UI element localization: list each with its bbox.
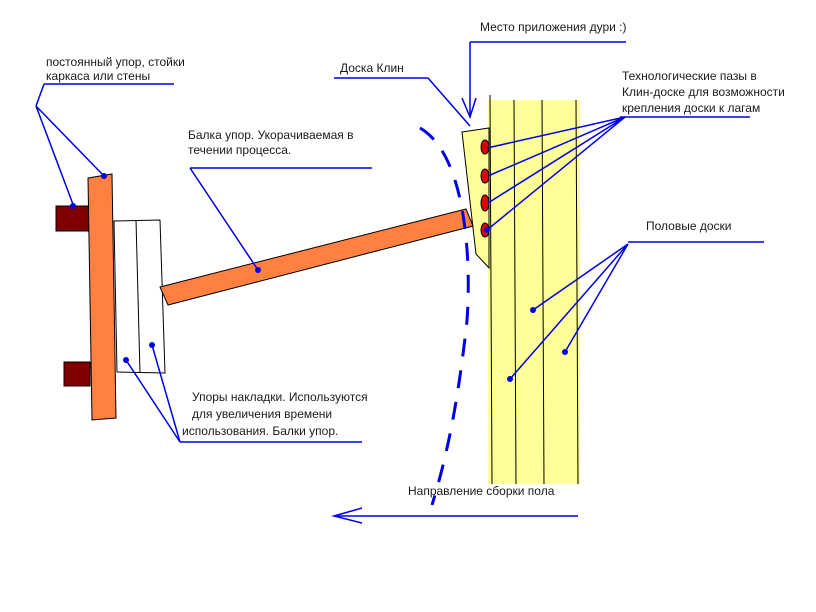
- pointer-dot: [484, 227, 490, 233]
- floor-boards: [488, 94, 580, 485]
- pointer-dot: [101, 173, 107, 179]
- groove-mark: [480, 194, 490, 212]
- pointer-dot: [530, 307, 536, 313]
- groove-mark: [480, 139, 490, 155]
- floor-board-seam: [541, 99, 545, 485]
- beam-leader: [189, 167, 372, 271]
- pointer-dot: [149, 342, 155, 348]
- pad-stop-block: [113, 219, 166, 374]
- permanent-stop-label-line1: постоянный упор, стойки: [46, 55, 185, 69]
- pad-stop-seam: [135, 219, 141, 374]
- wedge-board-label: Доска Клин: [340, 61, 404, 75]
- bracket-top: [55, 205, 91, 232]
- pads-label-line1: Упоры накладки. Используются: [192, 390, 368, 404]
- grooves-label-line3: крепления доски к лагам: [622, 101, 761, 115]
- pad-leaders: [125, 344, 362, 443]
- pads-label-line2: для увеличения времени: [192, 407, 333, 421]
- pointer-dot: [255, 267, 261, 273]
- permanent-stop-leaders: [35, 83, 174, 208]
- direction-arrow: [331, 507, 578, 524]
- dashed-ellipse: [419, 126, 470, 506]
- groove-mark: [480, 168, 490, 184]
- beam-stop: [159, 208, 474, 306]
- grooves-leaders: [486, 116, 750, 231]
- floor-board-seam: [489, 94, 493, 485]
- pad-stops: [113, 219, 166, 374]
- beam-label-line2: течении процесса.: [188, 143, 292, 157]
- wedge-leader: [334, 77, 471, 127]
- permanent-stop-label-line2: каркаса или стены: [46, 69, 151, 83]
- floor-board-area: [488, 100, 580, 484]
- grooves-label-line1: Технологические пазы в: [622, 69, 757, 83]
- attachment-arrow: [461, 41, 626, 120]
- direction-label: Направление сборки пола: [408, 484, 555, 498]
- pointer-dot: [123, 357, 129, 363]
- floor-leaders: [509, 241, 764, 380]
- pointer-dot: [70, 203, 76, 209]
- attachment-point-label: Место приложения дури :): [480, 20, 627, 34]
- pointer-dot: [562, 349, 568, 355]
- permanent-stop-post: [87, 173, 117, 421]
- grooves-label-line2: Клин-доске для возможности: [622, 85, 785, 99]
- floor-boards-label: Половые доски: [646, 219, 732, 233]
- pads-label-line3: использования. Балки упор.: [182, 424, 339, 438]
- pointer-dot: [507, 376, 513, 382]
- bracket-bottom: [63, 361, 91, 387]
- beam-label-line1: Балка упор. Укорачиваемая в: [188, 128, 354, 142]
- floor-board-seam: [575, 99, 579, 485]
